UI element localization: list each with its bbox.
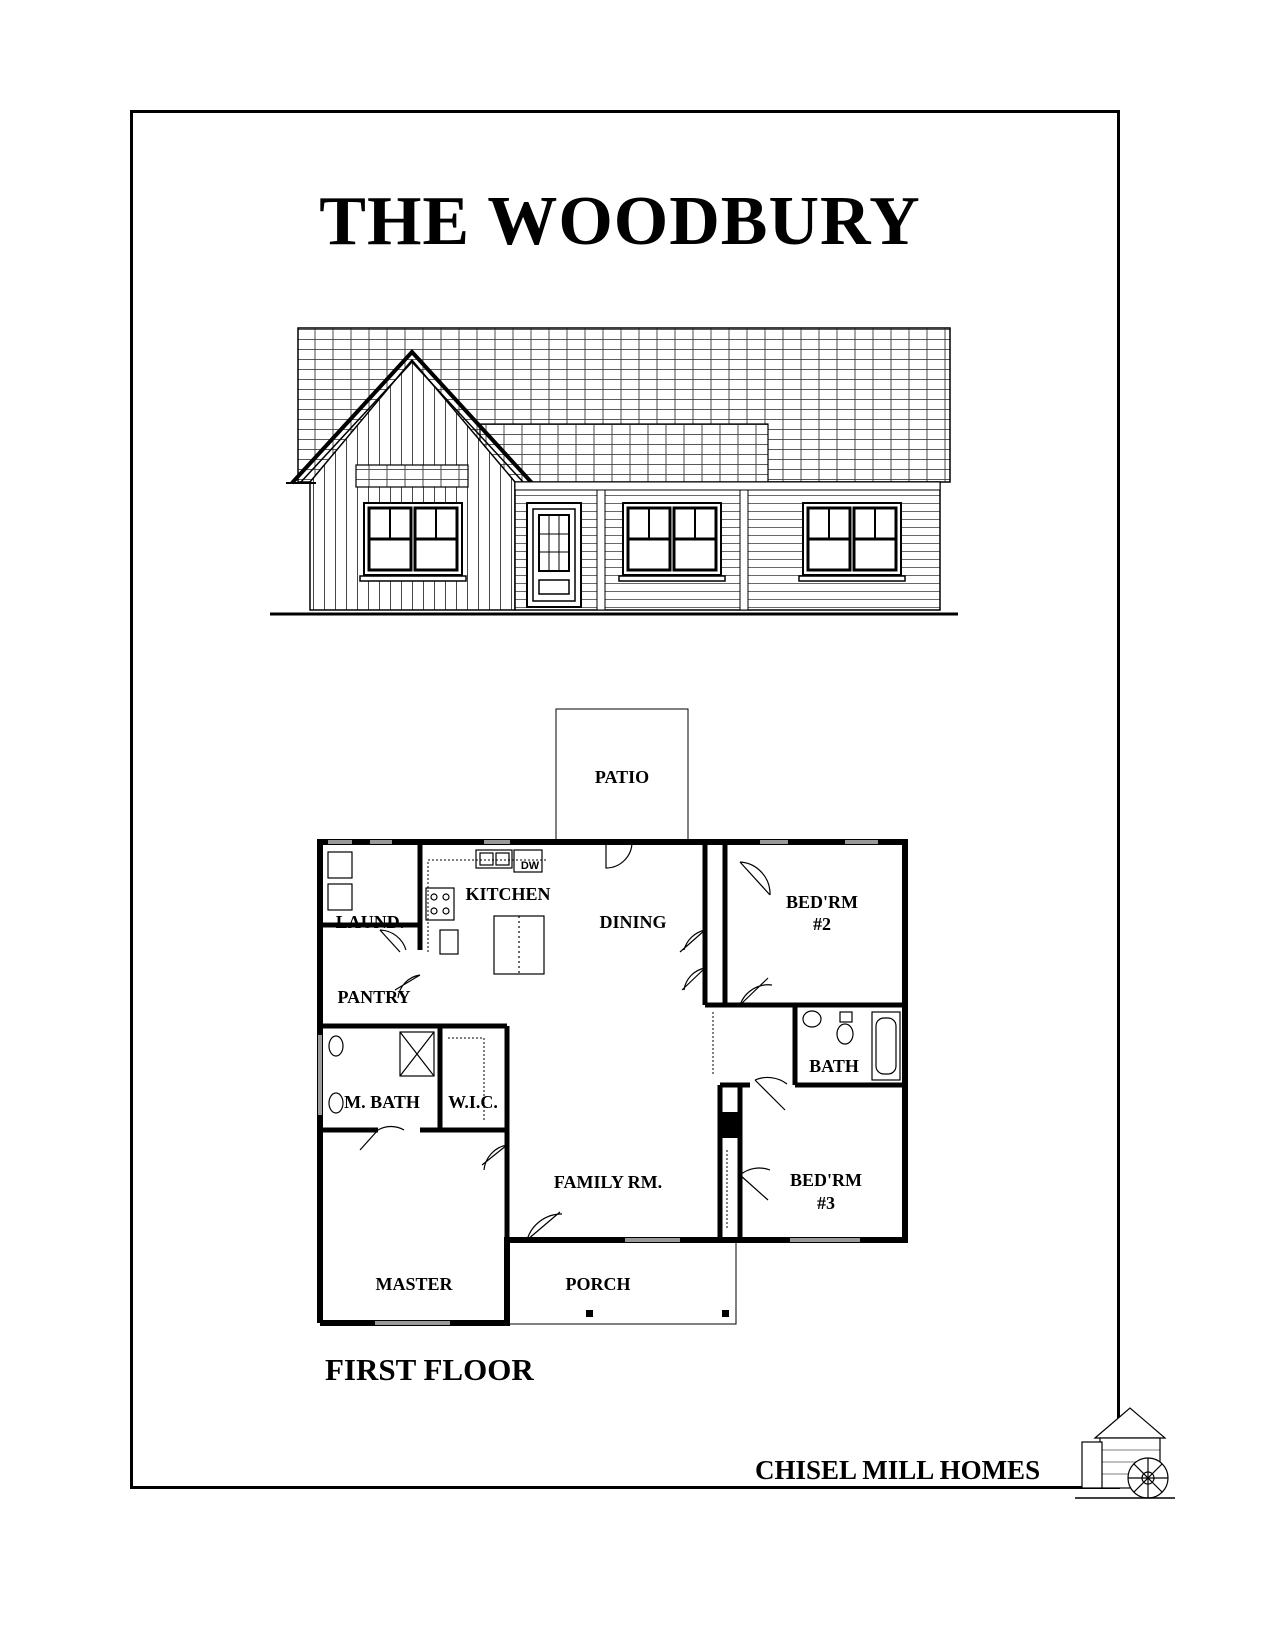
room-label-dining: DINING <box>599 912 666 932</box>
dryer <box>327 883 353 911</box>
room-label-kitchen: KITCHEN <box>465 884 550 904</box>
dishwasher <box>513 849 543 873</box>
dishwasher-label: DW <box>521 860 540 872</box>
room-label-laundry: LAUND. <box>336 912 405 932</box>
room-label-bedroom2: BED'RM <box>786 892 858 912</box>
room-label-master: MASTER <box>375 1274 453 1294</box>
floor-label: FIRST FLOOR <box>325 1352 534 1387</box>
washer <box>327 851 353 879</box>
front-door <box>526 502 582 608</box>
interior-walls <box>320 842 905 1240</box>
window-center <box>618 502 726 582</box>
page-border <box>130 110 1120 1489</box>
range <box>425 887 455 921</box>
room-label-family-room: FAMILY RM. <box>554 1172 662 1192</box>
room-label-bedroom3: BED'RM <box>790 1170 862 1190</box>
room-label-porch: PORCH <box>566 1274 631 1294</box>
room-label-bath: BATH <box>809 1056 859 1076</box>
window-right <box>798 502 906 582</box>
room-label-master-bath: M. BATH <box>344 1092 420 1112</box>
window-left <box>359 502 467 582</box>
exterior-walls <box>317 839 908 1326</box>
company-name: CHISEL MILL HOMES <box>755 1455 1041 1485</box>
room-label-pantry: PANTRY <box>337 987 410 1007</box>
room-label-wic: W.I.C. <box>448 1092 498 1112</box>
room-label-bedroom3-number: #3 <box>817 1193 835 1213</box>
room-label-patio: PATIO <box>595 767 649 787</box>
plan-title: THE WOODBURY <box>319 183 921 260</box>
room-label-bedroom2-number: #2 <box>813 914 831 934</box>
